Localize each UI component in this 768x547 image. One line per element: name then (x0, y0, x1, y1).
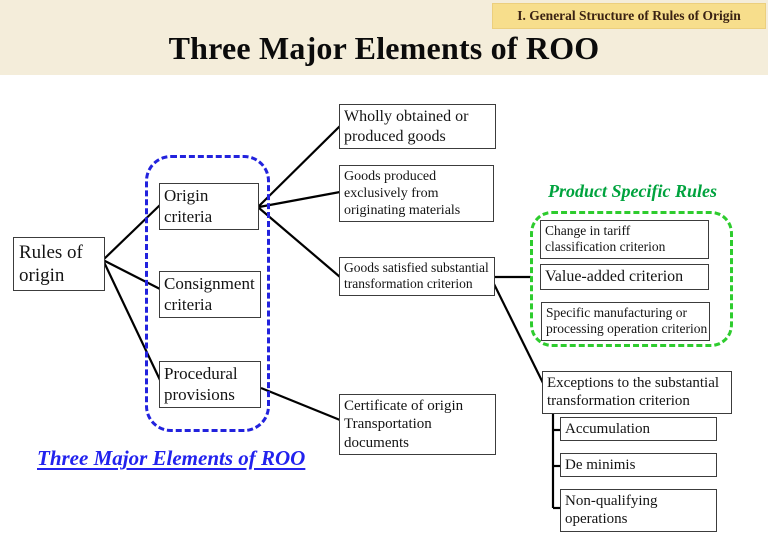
node-label-line: produced goods (344, 127, 446, 145)
node-label-line: Accumulation (565, 421, 650, 437)
node-label-line: exclusively from (344, 186, 439, 202)
node-value-added: Value-added criterion (540, 264, 709, 290)
node-label-line: classification criterion (545, 239, 666, 255)
product-specific-rules-outline (530, 211, 733, 347)
node-label-line: transformation criterion (344, 276, 473, 292)
node-exceptions: Exceptions to the substantial transforma… (542, 371, 732, 414)
node-certificate: Certificate of origin Transportation doc… (339, 394, 496, 455)
product-specific-rules-title: Product Specific Rules (548, 181, 717, 201)
node-label-line: Non-qualifying (565, 493, 658, 509)
node-label-line: operations (565, 511, 628, 528)
node-specific-manufacturing: Specific manufacturing or processing ope… (541, 302, 710, 341)
three-elements-group-outline (145, 155, 270, 432)
page-title: Three Major Elements of ROO (168, 30, 600, 66)
node-rules-of-origin: Rules of origin (13, 237, 105, 292)
node-label-line: Procedural (164, 364, 238, 383)
section-banner-label: I. General Structure of Rules of Origin (517, 8, 741, 23)
node-goods-produced: Goods produced exclusively from originat… (339, 165, 494, 223)
node-de-minimis: De minimis (560, 453, 717, 478)
node-change-in-tariff: Change in tariff classification criterio… (540, 220, 709, 259)
node-label-line: Origin (164, 186, 209, 205)
caption: Three Major Elements of ROO (37, 446, 306, 470)
node-procedural-provisions: Procedural provisions (159, 361, 261, 409)
node-label-line: criteria (164, 294, 213, 314)
node-label-line: processing operation criterion (546, 321, 708, 337)
node-label-line: originating materials (344, 203, 461, 219)
section-banner: I. General Structure of Rules of Origin (492, 3, 766, 29)
node-label-line: Transportation (344, 416, 432, 433)
node-label-line: De minimis (565, 457, 636, 473)
node-label-line: Wholly obtained or (344, 108, 469, 125)
node-wholly-obtained: Wholly obtained or produced goods (339, 104, 496, 150)
node-non-qualifying: Non-qualifying operations (560, 489, 717, 532)
node-label-line: Change in tariff (545, 223, 631, 238)
node-accumulation: Accumulation (560, 417, 717, 442)
node-label-line: documents (344, 434, 409, 451)
node-label-line: Goods produced (344, 169, 437, 184)
node-label-line: Exceptions to the substantial (547, 375, 720, 391)
node-origin-criteria: Origin criteria (159, 183, 259, 231)
node-label-line: Consignment (164, 274, 255, 293)
node-label-line: transformation criterion (547, 393, 690, 410)
node-label-line: provisions (164, 384, 235, 404)
node-label-line: origin (19, 265, 65, 287)
node-goods-satisfied: Goods satisfied substantial transformati… (339, 257, 495, 296)
node-label-line: Goods satisfied substantial (344, 260, 489, 275)
node-label-line: criteria (164, 206, 213, 226)
node-label-line: Rules of (19, 242, 83, 263)
node-consignment-criteria: Consignment criteria (159, 271, 261, 319)
node-label-line: Value-added criterion (545, 268, 684, 285)
node-label-line: Specific manufacturing or (546, 305, 687, 320)
node-label-line: Certificate of origin (344, 398, 464, 414)
